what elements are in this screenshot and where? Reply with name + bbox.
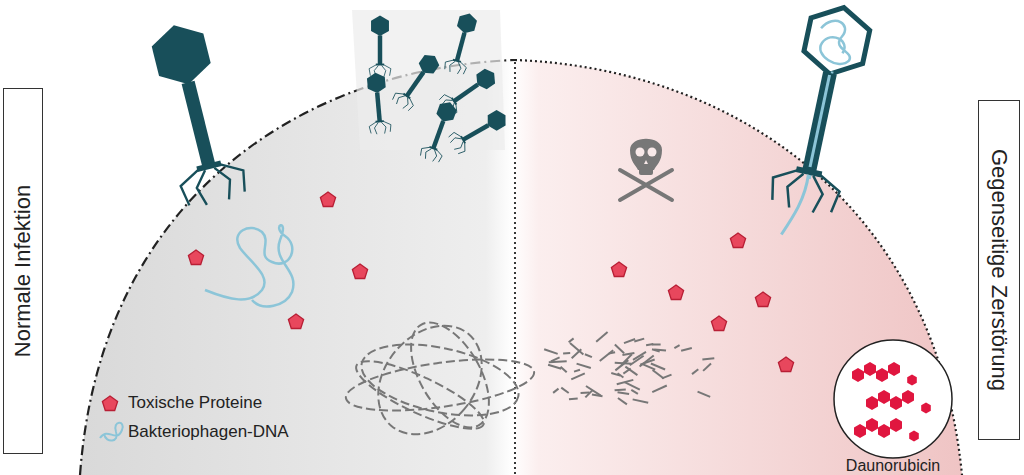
dna-fragment [563, 352, 570, 355]
dna-fragment [609, 352, 615, 353]
dna-fragment [624, 339, 635, 343]
dna-fragment [634, 339, 644, 342]
dna-fragment [577, 364, 591, 368]
dna-fragment [622, 353, 634, 355]
dna-fragment [653, 370, 664, 379]
legend-text: Toxische Proteine [128, 393, 262, 413]
dna-fragment [698, 392, 711, 397]
dna-fragment [585, 390, 592, 397]
dna-fragment [572, 349, 582, 358]
dna-fragment [674, 345, 679, 348]
dna-fragment [652, 349, 660, 351]
legend-text: Bakteriophagen-DNA [128, 422, 289, 442]
dna-fragment [702, 358, 714, 359]
dna-fragment [585, 354, 592, 357]
dna-fragment [615, 388, 626, 391]
dna-fragment [630, 356, 644, 366]
daunorubicin-molecule [830, 336, 956, 462]
dna-fragment [651, 363, 665, 369]
dna-fragment [692, 369, 698, 374]
dna-fragment [571, 373, 585, 379]
dna-fragment [625, 382, 640, 390]
dna-fragment [561, 388, 568, 393]
dna-fragment [618, 392, 630, 394]
side-label: Normale Infektion [10, 185, 36, 357]
dna-fragment [544, 349, 558, 354]
dna-fragment [592, 394, 603, 396]
dna-fragment [633, 399, 649, 402]
dna-fragment [631, 390, 638, 394]
dna-fragment [548, 365, 561, 369]
dna-fragment [625, 367, 637, 375]
dna-fragment [652, 386, 667, 393]
dna-fragment [618, 398, 627, 404]
dna-fragment [646, 344, 653, 345]
side-label-box: Normale Infektion [3, 88, 43, 454]
dna-fragment [681, 348, 692, 351]
dna-fragment [618, 373, 624, 377]
dna-fragment [596, 332, 607, 342]
side-label-box: Gegenseitige Zerstörung [978, 100, 1020, 440]
dna-fragment [569, 338, 574, 342]
drug-name: Daunorubicin [846, 457, 940, 475]
dna-fragment [553, 389, 558, 393]
dna-fragment [561, 367, 567, 373]
side-label: Gegenseitige Zerstörung [986, 149, 1012, 391]
dna-fragment [574, 370, 580, 372]
dna-fragment [549, 360, 567, 363]
dna-fragment [615, 345, 624, 354]
dna-fragment [703, 364, 711, 371]
drug-inset: Daunorubicin [830, 336, 956, 475]
dna-fragment [615, 363, 632, 364]
dna-fragment [600, 350, 613, 361]
dna-fragment [569, 397, 578, 400]
